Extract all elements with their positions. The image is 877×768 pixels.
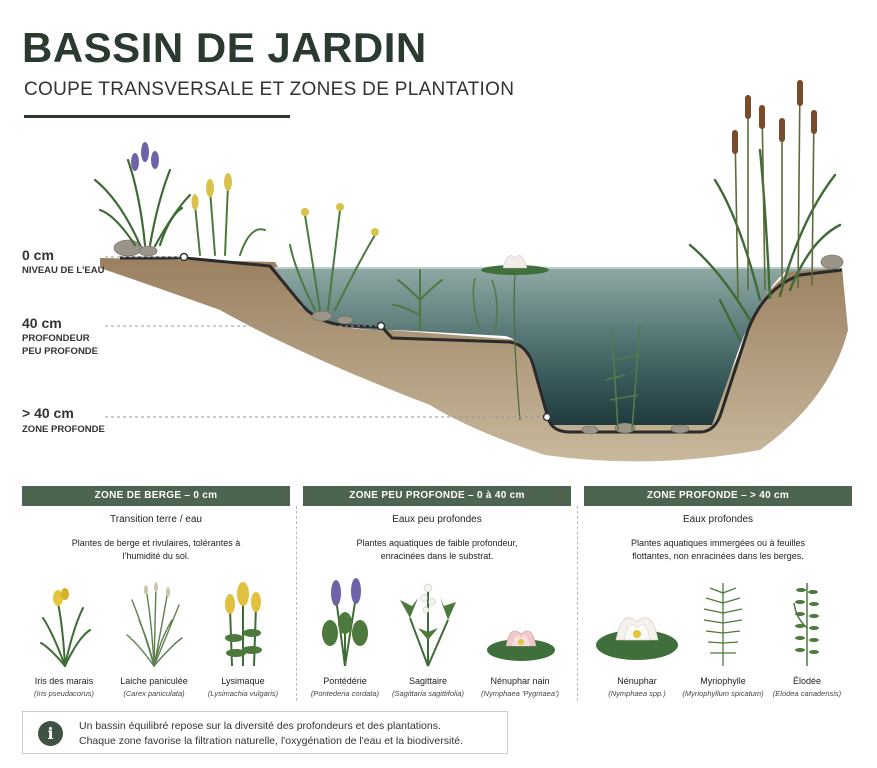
plant-latin-name: (Sagittaria sagittifolia): [391, 689, 465, 698]
info-note-line-2: Chaque zone favorise la filtration natur…: [79, 735, 463, 747]
iris-icon: [40, 588, 91, 667]
zone-shallow-header: ZONE PEU PROFONDE – 0 à 40 cm: [303, 486, 571, 506]
level-1-label: PROFONDEUR PEU PROFONDE: [22, 333, 99, 357]
soil-mass: [100, 258, 848, 462]
water-body: [275, 268, 838, 425]
plant-caption: Iris des marais (Iris pseudacorus): [16, 676, 112, 698]
submerged-stems: [472, 277, 641, 431]
info-icon: i: [38, 721, 63, 746]
plant-latin-name: (Iris pseudacorus): [33, 689, 95, 698]
pond-liner: [120, 256, 843, 434]
zone-bank-subtitle: Transition terre / eau: [110, 514, 202, 525]
plant-caption: Myriophylle (Myriophyllum spicatum): [675, 676, 771, 698]
zone-bank-header: ZONE DE BERGE – 0 cm: [22, 486, 290, 506]
iris-flowers: [131, 142, 159, 171]
zone-deep-description: Plantes aquatiques immergées ou à feuill…: [630, 538, 806, 561]
bank-grasses: [93, 158, 192, 248]
plant-caption: Élodée (Elodea canadensis): [759, 676, 855, 698]
surface-waterlily: [481, 255, 549, 421]
zone-bank-description: Plantes de berge et rivulaires, tolérant…: [71, 538, 241, 561]
cattail-heads: [732, 80, 817, 154]
sagittaria-icon: [400, 583, 456, 667]
plant-name: Nénuphar: [617, 676, 657, 686]
zone-divider: [577, 506, 578, 701]
plant-name: Pontédérie: [323, 676, 367, 686]
zone-deep-subtitle: Eaux profondes: [682, 514, 754, 525]
plant-latin-name: (Myriophyllum spicatum): [682, 689, 764, 698]
page-subtitle: COUPE TRANSVERSALE ET ZONES DE PLANTATIO…: [24, 79, 515, 100]
pontederia-icon: [322, 578, 368, 667]
level-0-value: 0 cm: [22, 247, 54, 263]
plant-caption: Pontédérie (Pontederia cordata): [297, 676, 393, 698]
lysimachia-flowers: [191, 173, 232, 210]
plant-caption: Nénuphar nain (Nymphaea 'Pygmaea'): [472, 676, 568, 698]
plant-latin-name: (Pontederia cordata): [310, 689, 380, 698]
carex-icon: [126, 582, 183, 667]
plant-name: Iris des marais: [34, 676, 94, 686]
plant-latin-name: (Elodea canadensis): [772, 689, 842, 698]
plant-caption: Laiche paniculée (Carex paniculata): [106, 676, 202, 698]
level-0-label: NIVEAU DE L'EAU: [22, 265, 105, 276]
plant-name: Sagittaire: [408, 676, 448, 686]
plant-caption: Sagittaire (Sagittaria sagittifolia): [380, 676, 476, 698]
zone-divider: [296, 506, 297, 701]
plant-latin-name: (Lysimachia vulgaris): [207, 689, 279, 698]
plant-latin-name: (Nymphaea 'Pygmaea'): [481, 689, 559, 698]
level-1-value: 40 cm: [22, 315, 62, 331]
depth-marker-dots: [179, 252, 552, 422]
plant-latin-name: (Carex paniculata): [123, 689, 185, 698]
cattail-stems: [734, 79, 815, 301]
plant-name: Élodée: [792, 676, 822, 686]
title-underline: [24, 115, 290, 118]
page-title: BASSIN DE JARDIN: [22, 24, 427, 71]
level-2-value: > 40 cm: [22, 405, 74, 421]
depth-markers: [105, 256, 547, 418]
plant-name: Lysimaque: [221, 676, 265, 686]
waterlily-icon: [596, 617, 678, 660]
shelf-flowers: [301, 203, 379, 236]
zone-shallow-subtitle: Eaux peu profondes: [392, 514, 482, 525]
plant-caption: Lysimaque (Lysimachia vulgaris): [195, 676, 291, 698]
myriophyllum-icon: [703, 583, 743, 666]
lysimachia-plant: [194, 184, 266, 256]
zone-bank: ZONE DE BERGE – 0 cm Transition terre / …: [22, 486, 290, 563]
plant-name: Laiche paniculée: [120, 676, 188, 686]
zone-shallow: ZONE PEU PROFONDE – 0 à 40 cm Eaux peu p…: [303, 486, 571, 563]
shelf-plants: [289, 209, 443, 331]
pebbles: [113, 239, 844, 435]
info-note-line-1: Un bassin équilibré repose sur la divers…: [79, 720, 441, 732]
lysimachia-icon: [225, 582, 262, 667]
plant-name: Myriophylle: [700, 676, 746, 686]
plant-latin-name: (Nymphaea spp.): [608, 689, 666, 698]
pond-cross-section: [93, 79, 848, 462]
plant-caption: Nénuphar (Nymphaea spp.): [589, 676, 685, 698]
elodea-icon: [793, 583, 819, 666]
plant-name: Nénuphar nain: [490, 676, 550, 686]
zone-deep: ZONE PROFONDE – > 40 cm Eaux profondes P…: [584, 486, 852, 563]
level-2-label: ZONE PROFONDE: [22, 424, 105, 435]
dwarf-waterlily-icon: [487, 630, 555, 661]
zone-deep-header: ZONE PROFONDE – > 40 cm: [584, 486, 852, 506]
info-note: i Un bassin équilibré repose sur la dive…: [22, 711, 508, 754]
zone-shallow-description: Plantes aquatiques de faible profondeur,…: [356, 538, 518, 561]
